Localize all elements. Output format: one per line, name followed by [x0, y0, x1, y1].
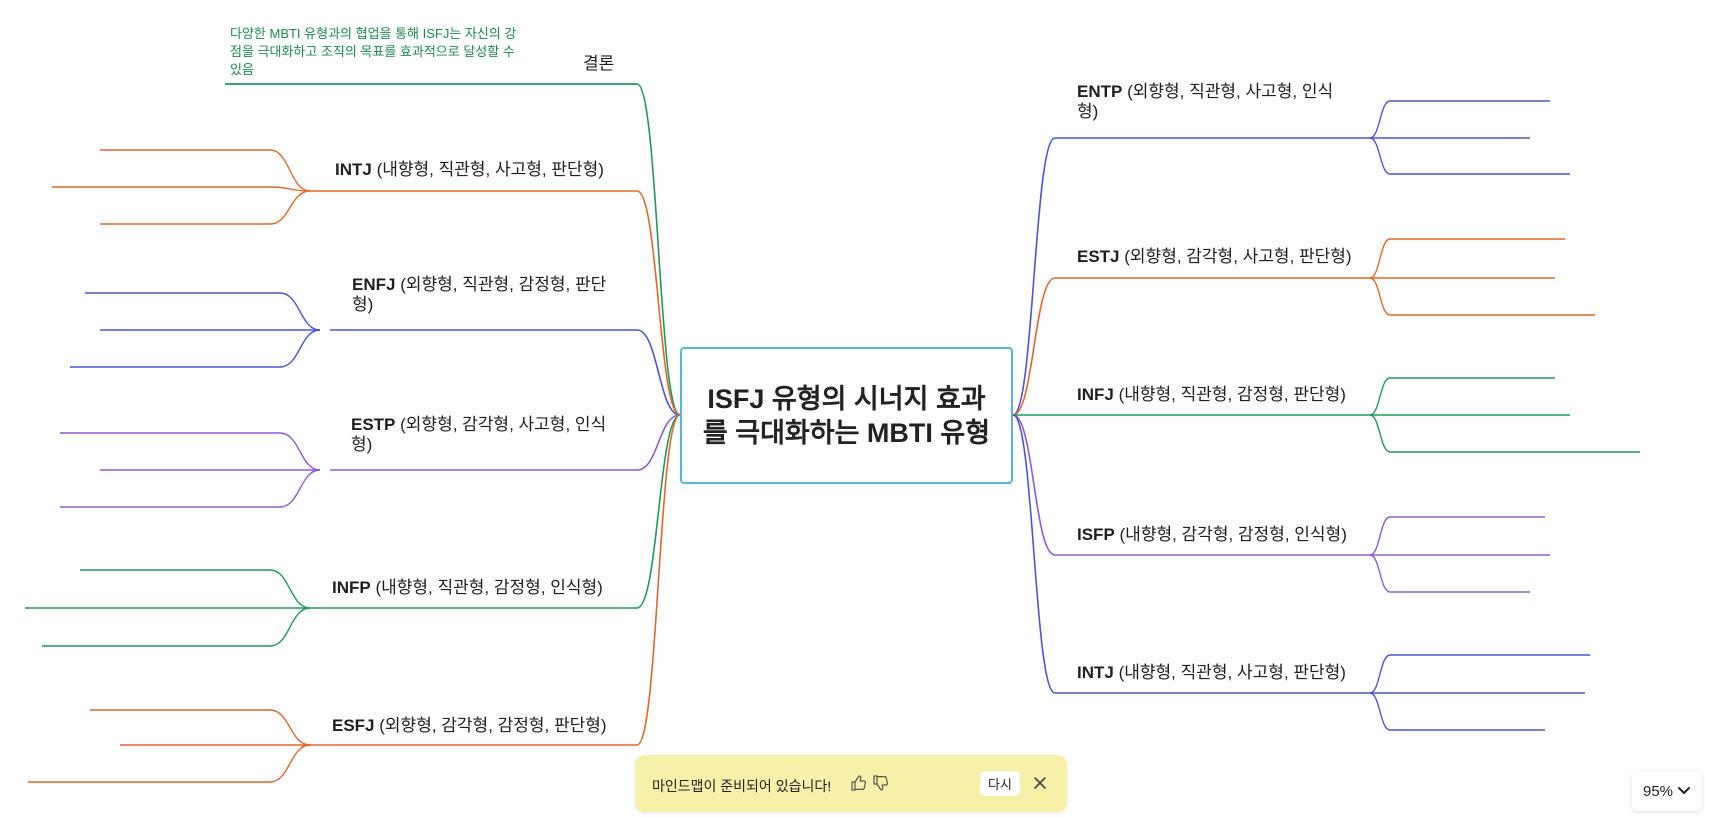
connector-line — [1369, 100, 1391, 139]
branch-label: (내향형, 직관형, 사고형, 판단형) — [1113, 663, 1346, 682]
connector-line — [269, 709, 311, 746]
branch-node-esfj[interactable]: ESFJ (외향형, 감각형, 감정형, 판단형) — [332, 717, 607, 734]
connector-line — [269, 744, 311, 783]
branch-node-isfp[interactable]: ISFP (내향형, 감각형, 감정형, 인식형) — [1077, 526, 1347, 543]
connector-line — [1012, 277, 1056, 416]
thumbs-up-icon[interactable] — [850, 774, 866, 792]
chevron-down-icon — [1678, 787, 1691, 794]
branch-label-continued: 형) — [352, 295, 374, 314]
branch-code: ISFP — [1077, 525, 1115, 544]
branch-node-infp[interactable]: INFP (내향형, 직관형, 감정형, 인식형) — [332, 579, 603, 596]
zoom-level: 95% — [1642, 782, 1674, 800]
connector-line — [1369, 516, 1391, 556]
root-title: ISFJ 유형의 시너지 효과를 극대화하는 MBTI 유형 — [702, 383, 991, 448]
connector-line — [279, 329, 321, 368]
connector-line — [269, 149, 311, 192]
branch-label-continued: 형) — [1077, 102, 1099, 121]
branch-label: (내향형, 직관형, 사고형, 판단형) — [371, 160, 604, 179]
branch-label: (외향형, 직관형, 감정형, 판단 — [395, 275, 607, 294]
branch-node-infj[interactable]: INFJ (내향형, 직관형, 감정형, 판단형) — [1077, 386, 1346, 403]
connector-line — [1369, 654, 1391, 694]
connector-line — [1369, 277, 1391, 316]
branch-node-intj[interactable]: INTJ (내향형, 직관형, 사고형, 판단형) — [335, 161, 604, 178]
branch-label: (외향형, 직관형, 사고형, 인식 — [1122, 82, 1334, 101]
branch-code: ESFJ — [332, 716, 375, 735]
connector-line — [269, 607, 311, 647]
root-node[interactable]: ISFJ 유형의 시너지 효과를 극대화하는 MBTI 유형 — [680, 347, 1013, 484]
branch-code: INFJ — [1077, 385, 1114, 404]
branch-label-continued: 형) — [351, 435, 373, 454]
connector-line — [1369, 377, 1391, 416]
connector-line — [636, 83, 681, 416]
connector-line — [1369, 414, 1391, 453]
branch-label: 결론 — [583, 54, 615, 73]
connector-line — [1369, 692, 1391, 731]
zoom-control[interactable]: 95% — [1632, 771, 1702, 811]
toast-message: 마인드맵이 준비되어 있습니다! — [652, 778, 832, 794]
connector-line — [1369, 554, 1391, 593]
branch-node-intj[interactable]: INTJ (내향형, 직관형, 사고형, 판단형) — [1077, 664, 1346, 681]
connector-line — [1369, 137, 1391, 175]
connector-line — [636, 414, 681, 471]
branch-label: (내향형, 감각형, 감정형, 인식형) — [1114, 525, 1347, 544]
conclusion-text[interactable]: 다양한 MBTI 유형과의 협업을 통해 ISFJ는 자신의 강점을 극대화하고… — [230, 26, 517, 77]
branch-code: ENFJ — [352, 275, 396, 294]
connector-line — [269, 186, 311, 192]
status-toast: 마인드맵이 준비되어 있습니다! 다시 — [635, 755, 1067, 812]
branch-code: INTJ — [335, 160, 372, 179]
connector-line — [279, 292, 321, 331]
branch-node-conclusion[interactable]: 결론 — [583, 55, 614, 72]
branch-code: ENTP — [1077, 82, 1123, 101]
connector-line — [1012, 414, 1056, 694]
connector-line — [636, 414, 681, 609]
connector-line — [636, 414, 681, 746]
branch-code: INTJ — [1077, 663, 1114, 682]
branch-label: (외향형, 감각형, 사고형, 판단형) — [1119, 247, 1352, 266]
branch-code: INFP — [332, 578, 371, 597]
close-icon[interactable] — [1031, 774, 1049, 792]
branch-node-estj[interactable]: ESTJ (외향형, 감각형, 사고형, 판단형) — [1077, 248, 1352, 265]
branch-code: ESTJ — [1077, 247, 1120, 266]
branch-label: (내향형, 직관형, 감정형, 판단형) — [1113, 385, 1346, 404]
connector-line — [636, 329, 681, 416]
branch-code: ESTP — [351, 415, 396, 434]
connector-line — [1369, 238, 1391, 279]
connector-line — [636, 190, 681, 416]
branch-label: (내향형, 직관형, 감정형, 인식형) — [370, 578, 603, 597]
connector-line — [279, 469, 321, 508]
connector-line — [1012, 414, 1056, 556]
thumbs-down-icon[interactable] — [872, 774, 888, 792]
branch-label: (외향형, 감각형, 사고형, 인식 — [395, 415, 607, 434]
branch-label: (외향형, 감각형, 감정형, 판단형) — [374, 716, 607, 735]
connector-line — [269, 190, 311, 225]
connector-line — [279, 432, 321, 471]
retry-button[interactable]: 다시 — [980, 771, 1020, 796]
connector-line — [269, 569, 311, 609]
connector-line — [1012, 137, 1056, 416]
